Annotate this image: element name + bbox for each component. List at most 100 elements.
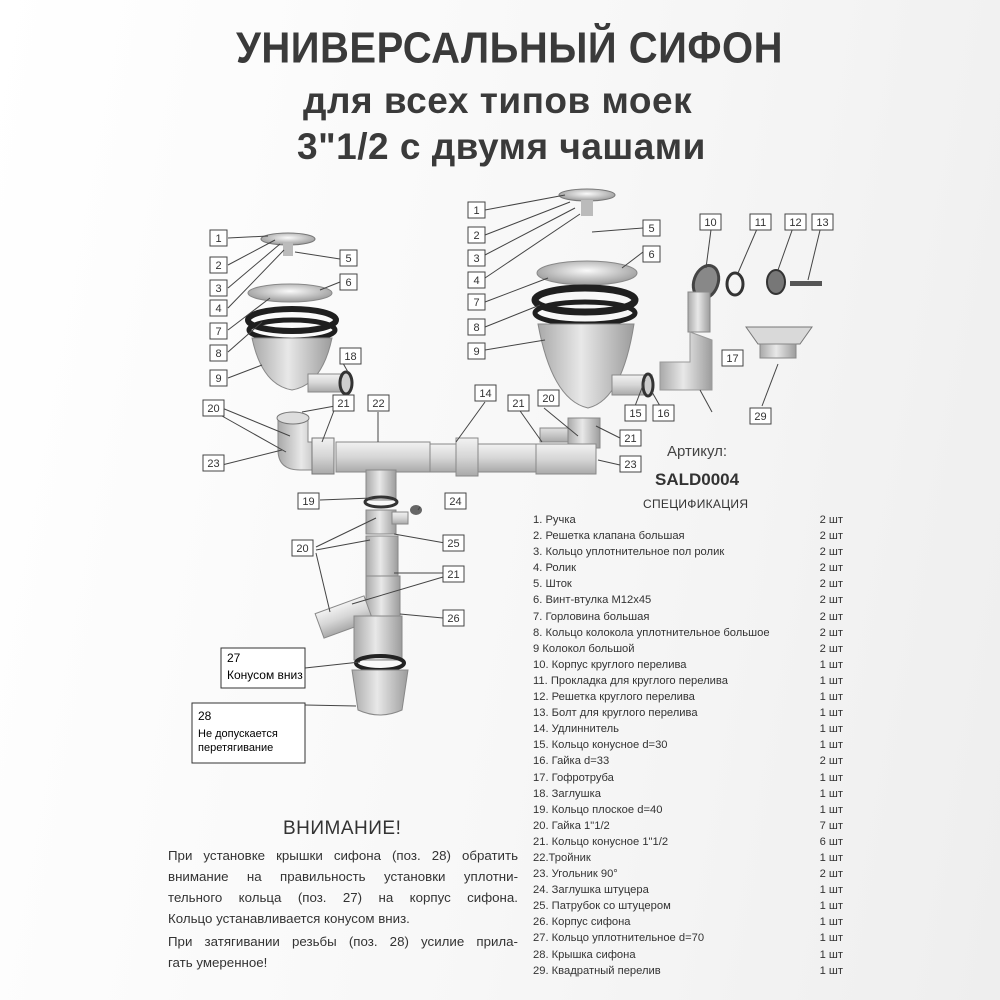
svg-text:Не допускается: Не допускается [198,728,278,740]
part-label-box [339,347,362,365]
spec-item-name: 19. Кольцо плоское d=40 [533,803,663,816]
overflow-assembly [659,264,822,391]
part-label-box [209,344,228,362]
part-label-number: 15 [629,408,641,420]
part-label-number: 4 [215,303,221,315]
spec-item: 23. Угольник 90°2 шт [533,868,843,884]
part-label-box [209,299,228,317]
spec-item-name: 25. Патрубок со штуцером [533,900,671,913]
part-label-box [619,429,642,447]
part-label-number: 21 [447,569,459,581]
spec-item-qty: 2 шт [819,868,843,881]
part-label-box [467,271,486,289]
part-label-box [467,226,486,244]
part-label-number: 9 [473,346,479,358]
part-label-number: 13 [816,217,828,229]
part-label-box [721,349,744,367]
part-label-box [652,404,675,422]
part-label-number: 25 [447,538,459,550]
part-label-number: 5 [648,223,654,235]
part-label-box [442,534,465,552]
article-code: SALD0004 [655,470,740,489]
right-elbow [535,417,601,475]
spec-item-name: 16. Гайка d=33 [533,755,610,768]
svg-text:27: 27 [227,651,241,665]
part-label-number: 7 [473,297,479,309]
siphon-assembly-diagram: 1122334455667788991011121314151617181920… [191,188,834,764]
part-label-number: 1 [215,233,221,245]
part-label-number: 12 [789,217,801,229]
warning-line: гать умеренное! [168,955,268,970]
part-label-number: 21 [337,398,349,410]
spec-item-name: 12. Решетка круглого перелива [533,691,695,704]
part-label-box [507,394,530,412]
part-label-box [339,249,358,267]
left-elbow [276,411,335,475]
part-label-number: 19 [302,496,314,508]
part-label-number: 23 [624,459,636,471]
spec-item-name: 9 Колокол большой [533,642,635,655]
spec-item-qty: 1 шт [819,884,843,897]
part-label-number: 14 [479,388,491,400]
spec-item-qty: 2 шт [819,610,843,623]
part-label-box [642,245,661,263]
part-label-box [209,369,228,387]
spec-item: 1. Ручка 2 шт [533,514,843,530]
part-label-box [367,394,390,412]
callout-28: 28 Не допускается перетягивание [191,702,306,764]
part-label-number: 22 [372,398,384,410]
right-drain-assembly [531,188,655,409]
spec-item-qty: 1 шт [819,932,843,945]
part-label-number: 3 [215,283,221,295]
spec-item-name: 2. Решетка клапана большая [533,530,685,543]
svg-text:28: 28 [198,709,212,723]
part-label-box [202,454,225,472]
part-label-box [749,213,772,231]
part-label-number: 20 [207,403,219,415]
warning-line: Кольцо устанавливается конусом вниз. [168,911,410,926]
part-label-box [467,318,486,336]
part-label-number: 16 [657,408,669,420]
warning-paragraph-1: При установке крышки сифона (поз. 28) об… [168,845,518,929]
spec-item-name: 26. Корпус сифона [533,916,631,929]
spec-item-qty: 1 шт [819,916,843,929]
spec-item-name: 3. Кольцо уплотнительное пол ролик [533,546,725,559]
part-label-number: 23 [207,458,219,470]
spec-item-name: 15. Кольцо конусное d=30 [533,739,668,752]
spec-item-name: 1. Ручка [533,514,576,526]
spec-item-qty: 2 шт [819,626,843,639]
part-label-number: 7 [215,326,221,338]
spec-item-qty: 6 шт [819,835,843,848]
part-label-number: 2 [215,260,221,272]
part-label-number: 29 [754,411,766,423]
part-label-number: 4 [473,275,479,287]
siphon-body [314,495,422,716]
part-label-number: 20 [542,393,554,405]
part-label-box [202,399,225,417]
part-label-box [209,256,228,274]
part-label-box [537,389,560,407]
part-label-number: 5 [345,253,351,265]
part-label-number: 8 [215,348,221,360]
part-label-number: 11 [755,217,766,229]
spec-item-qty: 1 шт [819,739,843,752]
warning-line: При установке крышки сифона (поз. 28) об… [168,848,518,863]
spec-item-qty: 2 шт [819,514,843,526]
spec-item-name: 22.Тройник [533,851,591,864]
part-label-box [291,539,314,557]
part-label-number: 10 [704,217,716,229]
